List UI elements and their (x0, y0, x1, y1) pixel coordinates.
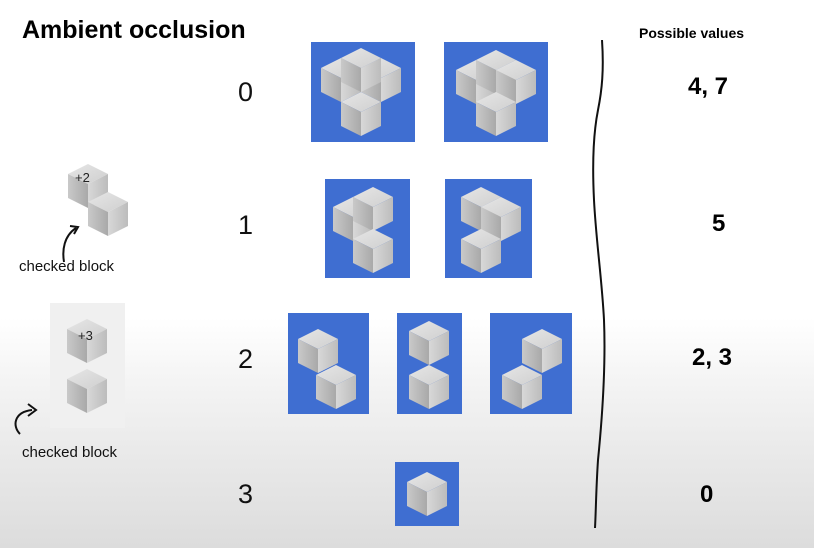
level-label-2: 2 (238, 344, 254, 374)
ao-tile-2b (397, 313, 462, 414)
possible-values-0: 4, 7 (688, 73, 729, 100)
example-caption-1: checked block (19, 258, 115, 275)
possible-values-3: 0 (700, 481, 714, 508)
level-label-0: 0 (238, 77, 254, 107)
ao-tile-1a (325, 179, 410, 278)
level-label-3: 3 (238, 479, 254, 509)
possible-values-header: Possible values (639, 25, 745, 41)
example-badge-1: +2 (75, 170, 90, 185)
possible-values-1: 5 (712, 210, 726, 237)
ao-tile-0b (444, 42, 548, 142)
level-label-1: 1 (238, 210, 254, 240)
ao-tile-2a (288, 313, 369, 414)
ao-tile-1b (445, 179, 532, 278)
ao-tile-0a (311, 42, 415, 142)
divider-line (592, 40, 606, 529)
curved-arrow-icon (14, 403, 38, 435)
example-caption-2: checked block (22, 444, 118, 461)
example-badge-2: +3 (78, 328, 93, 343)
curved-arrow-icon (62, 225, 80, 263)
ao-tile-3 (395, 462, 459, 526)
page-title: Ambient occlusion (22, 16, 246, 44)
example-diagram-2 (50, 303, 125, 428)
ao-tile-2c (490, 313, 572, 414)
possible-values-2: 2, 3 (692, 344, 733, 371)
